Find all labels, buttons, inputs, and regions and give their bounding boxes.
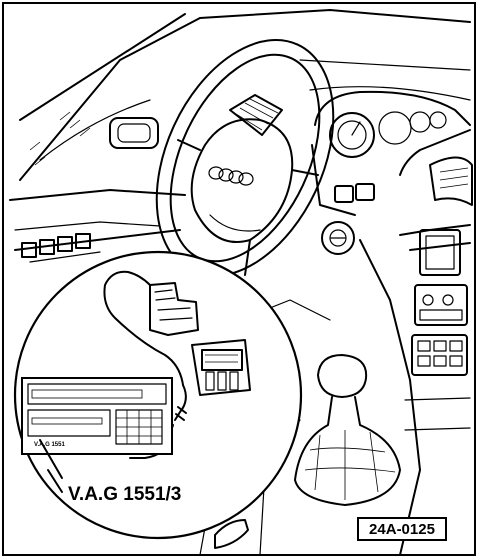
car-interior — [9, 9, 473, 556]
tester-keypad — [115, 409, 163, 445]
diagnostic-connector — [103, 270, 199, 386]
callout-label: V.A.G 1551/3 — [68, 484, 181, 505]
callout-leader — [47, 469, 63, 493]
tester-device: V.A.G 1551 — [21, 377, 173, 455]
four-rings-logo-icon — [208, 166, 254, 186]
tester-label: V.A.G 1551 — [34, 442, 65, 448]
detail-circle: V.A.G 1551 — [13, 250, 303, 540]
figure-id-box: 24A-0125 — [357, 517, 447, 541]
diagnostic-socket — [191, 339, 251, 396]
figure-id: 24A-0125 — [369, 521, 435, 538]
